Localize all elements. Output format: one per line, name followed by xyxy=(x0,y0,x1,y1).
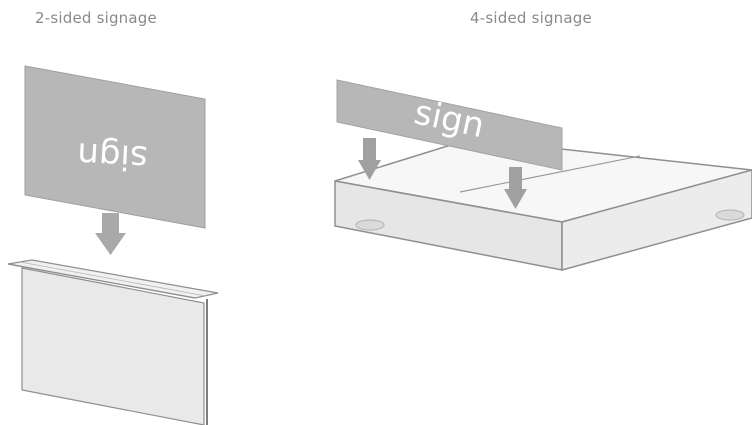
four-sided-right-foot xyxy=(715,209,745,221)
four-sided-left-foot xyxy=(355,219,385,231)
two-sided-holder-face xyxy=(21,267,205,425)
four-sided-left-arrow xyxy=(358,138,381,180)
two-sided-sign-text: sign xyxy=(76,134,148,178)
two-sided-sign-panel xyxy=(24,65,206,229)
two-sided-caption: 2-sided signage xyxy=(35,9,157,27)
two-sided-down-arrow xyxy=(95,213,126,255)
four-sided-sign-panel xyxy=(336,79,563,171)
four-sided-caption: 4-sided signage xyxy=(470,9,592,27)
four-sided-box-front-right xyxy=(561,169,752,271)
two-sided-figure: sign xyxy=(7,65,219,425)
four-sided-right-arrow xyxy=(504,167,527,209)
four-sided-figure: sign xyxy=(334,79,752,271)
